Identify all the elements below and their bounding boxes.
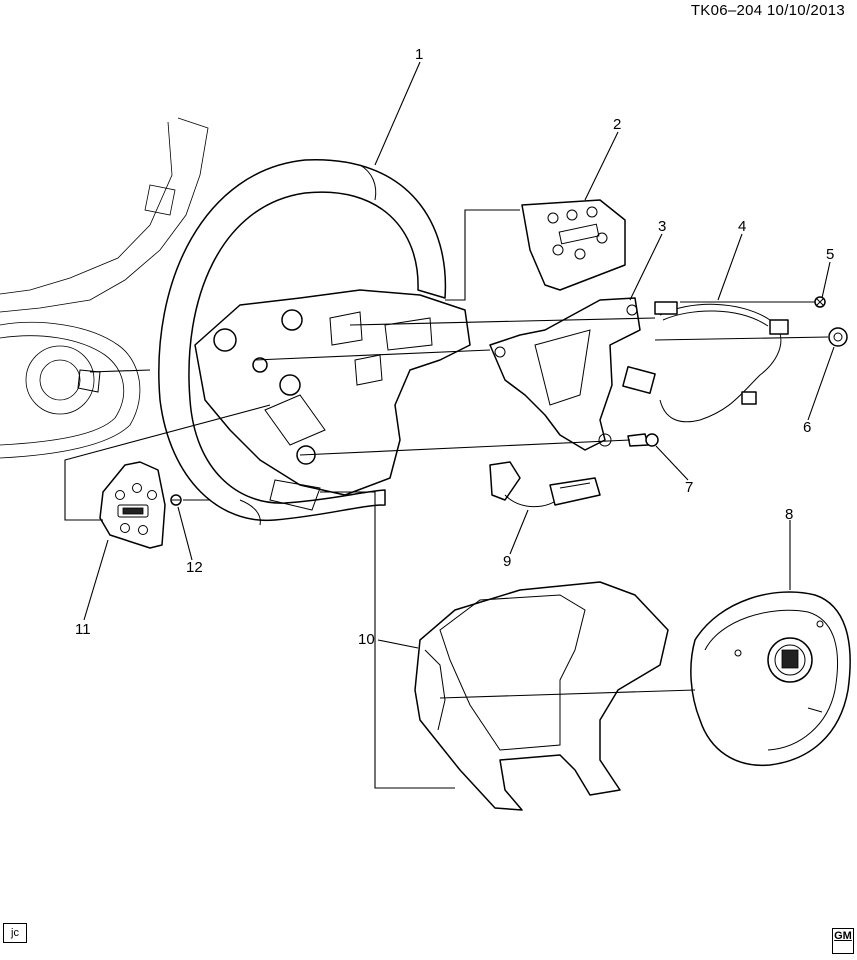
nut-6 — [828, 327, 848, 347]
callout-leaders — [83, 61, 835, 649]
callout-5: 5 — [826, 246, 835, 263]
callout-2: 2 — [613, 116, 622, 133]
connector-harness — [489, 461, 601, 508]
callout-6: 6 — [803, 419, 812, 436]
gm-logo-text: GM — [834, 930, 852, 942]
screw-5 — [814, 296, 826, 308]
callout-7: 7 — [685, 479, 694, 496]
screw-12 — [170, 494, 182, 506]
gm-logo-icon: GM — [832, 928, 854, 954]
callout-9: 9 — [503, 553, 512, 570]
callout-3: 3 — [658, 218, 667, 235]
callout-4: 4 — [738, 218, 747, 235]
airbag-module — [690, 591, 851, 767]
steering-wheel-rim — [158, 159, 447, 526]
corner-code-box: jc — [3, 923, 27, 943]
callout-11: 11 — [75, 621, 91, 638]
bolt-7 — [627, 433, 659, 447]
wire-harness — [622, 301, 789, 423]
callout-1: 1 — [415, 46, 424, 63]
switch-bracket — [489, 297, 641, 451]
callout-8: 8 — [785, 506, 794, 523]
steering-wheel-hub — [194, 289, 471, 511]
steering-column-outline — [0, 117, 209, 459]
switch-assembly-upper — [521, 199, 626, 291]
callout-10: 10 — [358, 631, 375, 648]
callout-12: 12 — [186, 559, 203, 576]
switch-assembly-lower — [99, 461, 166, 549]
drawing-reference: TK06–204 10/10/2013 — [690, 2, 845, 19]
alignment-lines — [64, 209, 829, 789]
lower-trim-cover — [414, 581, 669, 811]
